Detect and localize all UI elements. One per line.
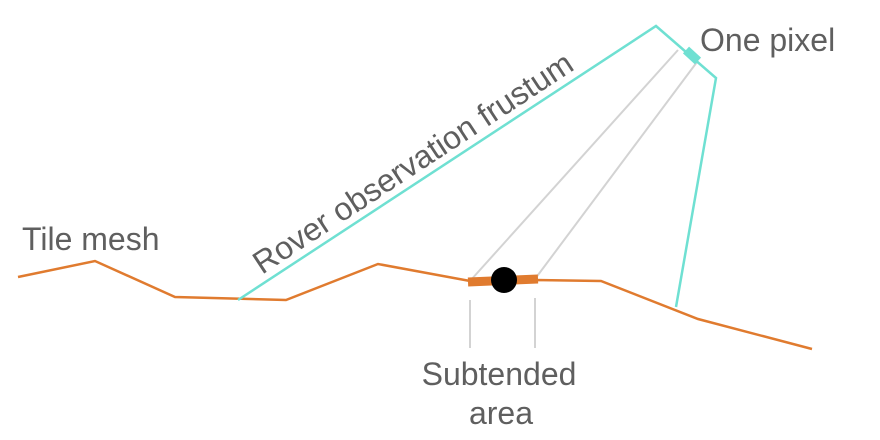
- subtended-area-label-line2: area: [469, 395, 533, 431]
- tile-mesh-line: [17, 259, 813, 351]
- frustum-label: Rover observation frustum: [246, 45, 579, 281]
- frustum-outline: [237, 24, 718, 308]
- pixel-ray-left: [469, 49, 679, 282]
- observed-point: [491, 267, 517, 293]
- tile-mesh-label: Tile mesh: [22, 221, 160, 257]
- pixel-ray-right: [534, 61, 698, 280]
- subtended-area-label-line1: Subtended: [422, 356, 577, 392]
- pixel-marker: [682, 46, 702, 65]
- one-pixel-label: One pixel: [700, 22, 835, 58]
